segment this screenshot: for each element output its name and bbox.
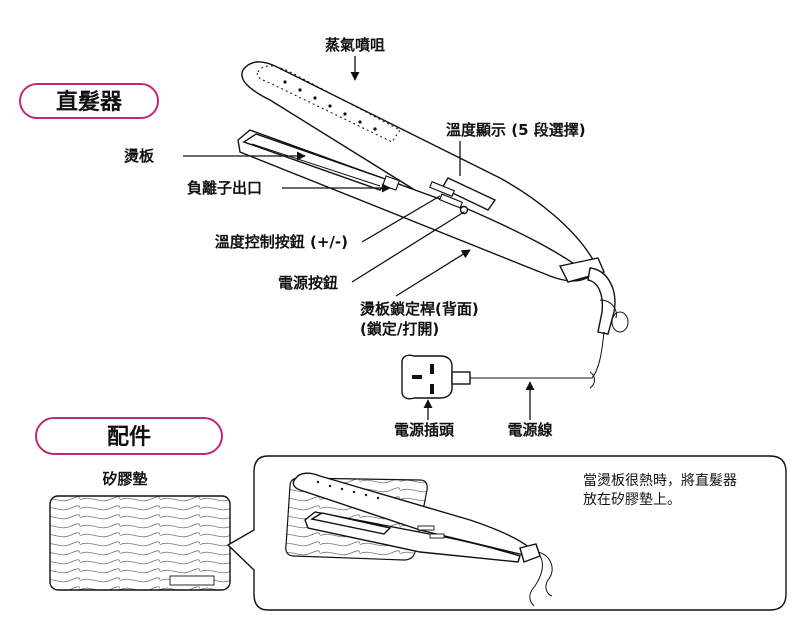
label-plate-lock-line1: 燙板鎖定桿(背面): [360, 300, 479, 318]
note-line-1: 當燙板很熱時，將直髮器: [583, 472, 737, 489]
label-power-cord: 電源線: [507, 421, 552, 439]
label-temp-display: 溫度顯示 (5 段選擇): [446, 121, 586, 139]
label-heating-plate: 燙板: [124, 147, 155, 165]
note-line-2: 放在矽膠墊上。: [583, 492, 681, 508]
leader-power-button: [351, 211, 465, 283]
silicone-mat-illustration: [49, 495, 231, 591]
label-steam-outlet: 蒸氣噴咀: [325, 36, 385, 54]
main-section-title: 直髮器: [56, 89, 123, 115]
accessories-section-title: 配件: [107, 425, 151, 450]
label-ion-outlet: 負離子出口: [187, 179, 262, 197]
power-plug-illustration: [401, 354, 471, 400]
label-temp-buttons: 溫度控制按鈕 (+/-): [215, 233, 348, 251]
leader-plate-lock: [395, 249, 471, 297]
leader-temp-buttons: [361, 195, 441, 243]
label-power-plug: 電源插頭: [394, 421, 455, 439]
label-silicone-mat: 矽膠墊: [102, 470, 147, 488]
usage-callout: 當燙板很熱時，將直髮器 放在矽膠墊上。: [226, 455, 787, 611]
hair-straightener-illustration: [237, 61, 629, 389]
label-plate-lock-line2: (鎖定/打開): [360, 320, 439, 338]
main-section-pill: 直髮器: [19, 83, 159, 119]
accessories-section-pill: 配件: [35, 417, 223, 455]
label-power-button: 電源按鈕: [278, 274, 338, 292]
